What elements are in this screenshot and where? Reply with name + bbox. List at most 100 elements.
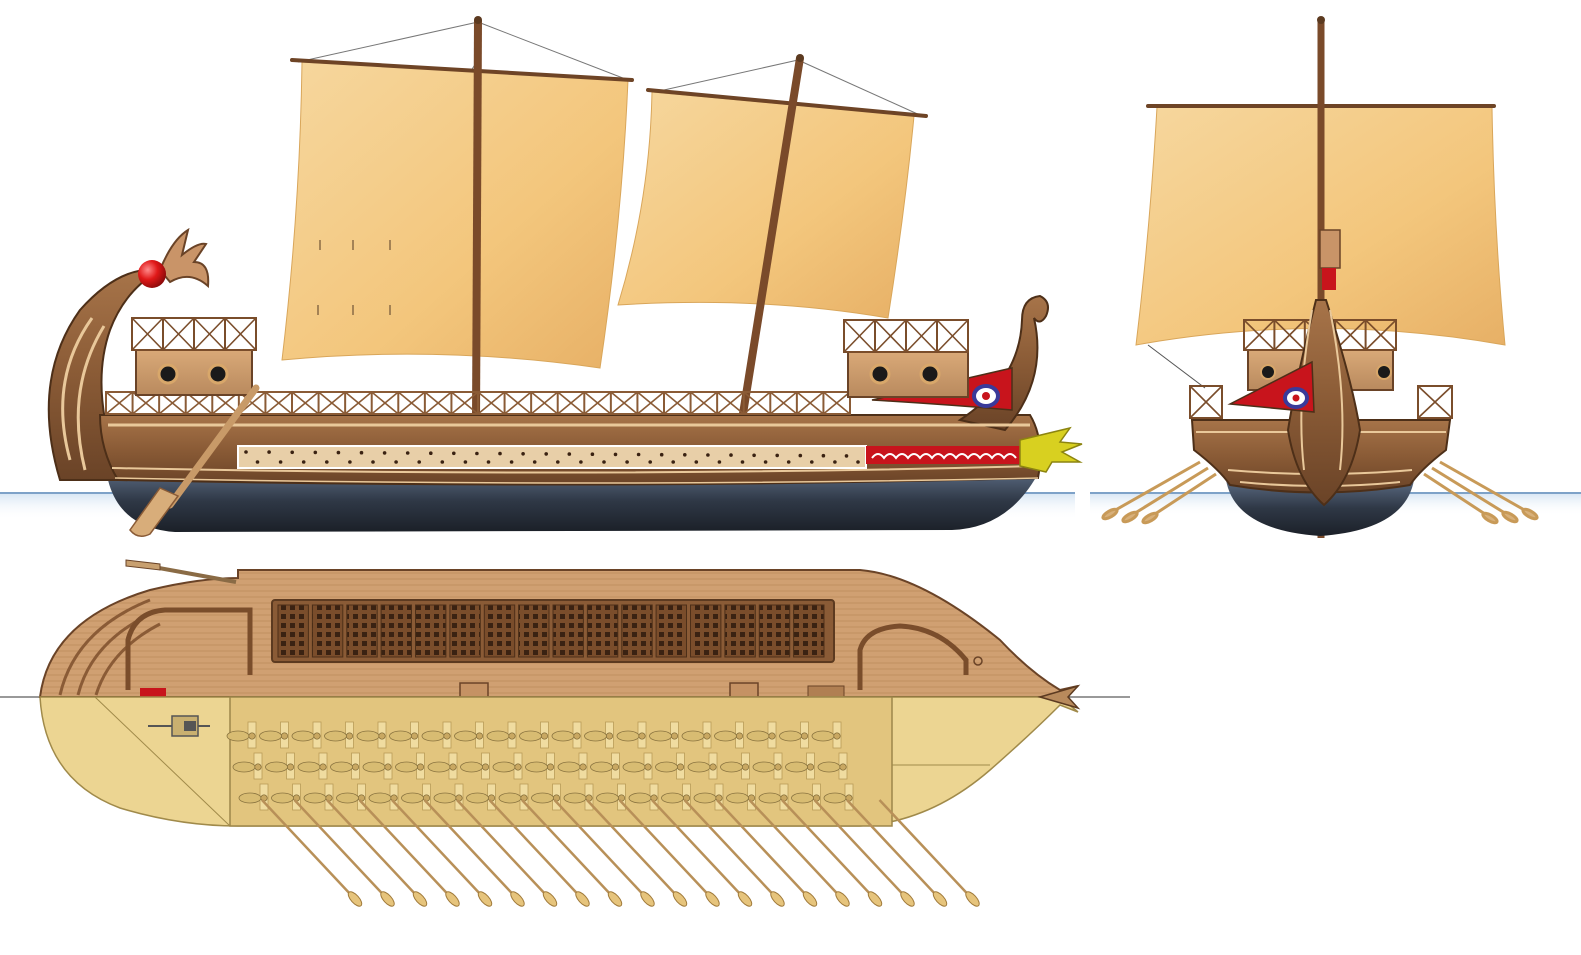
plan-gratings — [277, 604, 825, 658]
rower — [661, 792, 684, 804]
rower — [421, 730, 445, 742]
oar-blade — [445, 891, 460, 907]
oar-port — [694, 460, 699, 464]
rower-head — [449, 763, 457, 771]
railing-cross — [397, 391, 426, 415]
rower-head — [443, 732, 451, 740]
rower-head — [806, 763, 814, 771]
railing-cross — [636, 391, 665, 415]
oar-port — [475, 451, 479, 456]
oar-blade — [672, 891, 688, 907]
oar-port — [278, 460, 283, 464]
rower-head — [774, 763, 782, 771]
rower — [557, 761, 581, 773]
railing-cross — [796, 391, 824, 415]
rower — [297, 761, 321, 773]
rower — [232, 761, 256, 773]
oar-ports — [244, 450, 860, 464]
oar-shaft — [261, 799, 353, 897]
oar-port — [521, 452, 525, 456]
rower — [791, 792, 814, 804]
rower — [259, 730, 282, 742]
oar-port — [613, 452, 618, 457]
oar-port — [463, 460, 468, 464]
oar-blade — [510, 891, 525, 907]
railing-cross — [769, 391, 798, 415]
rower — [492, 761, 516, 773]
oar-shaft — [456, 799, 548, 897]
oar-port — [405, 451, 410, 455]
bronze-ram — [1019, 426, 1083, 473]
stern-cabin — [131, 317, 257, 396]
rower-head — [540, 732, 548, 740]
oar-port — [544, 452, 548, 456]
rower — [486, 730, 510, 742]
side-deck-railing — [105, 391, 851, 415]
front-stem-ornament — [1319, 229, 1341, 269]
steering-oar — [129, 384, 260, 537]
oar-blade — [737, 891, 753, 907]
railing-cross — [610, 391, 638, 415]
railing-cross — [743, 391, 771, 415]
oar-blade — [932, 891, 948, 907]
railing-cross — [224, 317, 257, 351]
railing-cross — [905, 319, 938, 353]
rower — [525, 761, 548, 773]
grating-panel — [483, 604, 516, 658]
oar-shaft — [781, 799, 873, 897]
oar-shaft — [326, 799, 418, 897]
railing-cross — [557, 391, 585, 415]
oar-port — [556, 460, 560, 464]
rower — [265, 761, 288, 773]
rower — [427, 761, 451, 773]
oar-port — [255, 460, 260, 464]
rower — [746, 730, 770, 742]
rower — [336, 792, 359, 804]
rower-head — [735, 732, 743, 740]
oar-port — [440, 460, 445, 464]
grating-panel — [346, 604, 378, 658]
oar-blade — [477, 891, 493, 907]
oar-blade — [575, 891, 590, 907]
railing-cross — [1243, 319, 1275, 351]
rower — [726, 792, 749, 804]
grating-panel — [415, 604, 447, 658]
rower — [823, 792, 847, 804]
rower-head — [508, 732, 516, 740]
bow-eye-pupil — [982, 392, 990, 400]
grating-panel — [758, 604, 791, 658]
front-eye-pupil — [1292, 394, 1300, 402]
oar-shaft — [358, 799, 451, 897]
railing-cross — [530, 391, 559, 415]
oar-port — [856, 460, 860, 464]
rower — [817, 761, 841, 773]
fore-yard — [646, 88, 928, 118]
rower — [563, 792, 587, 804]
rower — [238, 792, 262, 804]
railing-cross — [716, 391, 745, 415]
rower — [785, 761, 808, 773]
fore-mast — [738, 57, 804, 421]
railing-cross — [1273, 319, 1306, 351]
main-sail — [281, 61, 629, 369]
oar-port — [417, 460, 422, 464]
oar-port — [429, 451, 433, 456]
stern-red-ball — [138, 260, 166, 288]
front-elevation-view — [1090, 16, 1581, 538]
side-elevation-view — [0, 16, 1083, 537]
oar-blade — [770, 891, 785, 907]
oar-port — [509, 460, 514, 464]
rower — [395, 761, 418, 773]
hull-planking — [108, 423, 1039, 484]
oar-port — [244, 450, 248, 454]
railing-cross — [690, 391, 718, 415]
oar-port — [313, 450, 318, 455]
oar-shaft — [391, 799, 483, 897]
oar-port — [659, 452, 664, 457]
bow-cabin — [843, 319, 969, 398]
rower-head — [638, 732, 646, 740]
main-mast-cap — [474, 16, 482, 24]
rower — [811, 730, 835, 742]
rower — [362, 761, 386, 773]
railing-cross — [874, 319, 907, 353]
